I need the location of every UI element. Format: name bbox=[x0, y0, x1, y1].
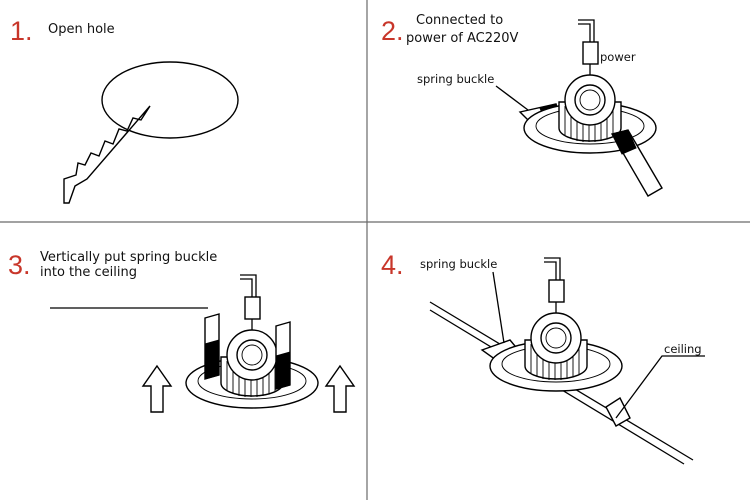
step-4-panel: 4. spring buckle ceiling bbox=[381, 250, 705, 465]
step-1-panel: 1. Open hole bbox=[10, 16, 239, 204]
power-label: power bbox=[600, 50, 636, 64]
step-4-number: 4. bbox=[381, 250, 404, 280]
step-2-caption-line-1: Connected to bbox=[416, 13, 503, 28]
step-1-caption: Open hole bbox=[48, 22, 115, 37]
downlight bbox=[489, 257, 623, 392]
ceiling-hole bbox=[101, 61, 239, 139]
downlight bbox=[523, 19, 657, 154]
spring-buckle-left bbox=[204, 313, 220, 380]
step-3-panel: 3. Vertically put spring buckle into the… bbox=[8, 250, 355, 413]
spring-buckle-label: spring buckle bbox=[420, 257, 497, 271]
step-3-number: 3. bbox=[8, 250, 31, 280]
spring-buckle-front bbox=[605, 396, 631, 427]
up-arrow-right bbox=[325, 365, 355, 413]
step-3-caption-line-1: Vertically put spring buckle bbox=[40, 250, 217, 265]
step-1-number: 1. bbox=[10, 16, 33, 46]
step-2-panel: 2. Connected to power of AC220V power sp… bbox=[381, 13, 663, 197]
spring-buckle-label: spring buckle bbox=[417, 72, 494, 86]
spring-buckle-leader bbox=[495, 85, 529, 111]
jigsaw-blade bbox=[63, 105, 151, 204]
spring-buckle-leader bbox=[492, 271, 505, 344]
ceiling-leader bbox=[615, 355, 705, 419]
step-3-caption-line-2: into the ceiling bbox=[40, 265, 137, 280]
up-arrow-left bbox=[142, 365, 172, 413]
ceiling-label: ceiling bbox=[664, 342, 702, 356]
step-2-caption-line-2: power of AC220V bbox=[406, 31, 519, 46]
spring-buckle-right bbox=[275, 321, 291, 390]
step-2-number: 2. bbox=[381, 16, 404, 46]
